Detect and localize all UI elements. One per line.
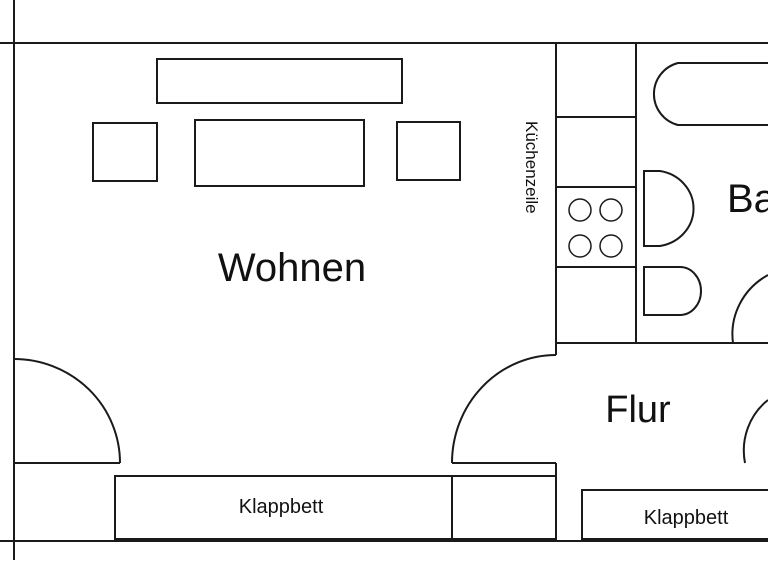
- stove: [568, 198, 623, 258]
- table: [194, 119, 365, 187]
- chair-left: [92, 122, 158, 182]
- kitchen-label: Küchenzeile: [522, 121, 541, 214]
- sink: [643, 170, 695, 247]
- bathtub: [652, 62, 768, 126]
- kitchen-counter: [556, 116, 636, 268]
- cabinet-left: [451, 475, 557, 540]
- bath-fixtures: [643, 62, 768, 316]
- living-furniture: [92, 58, 461, 187]
- room-label-bath: Ba: [727, 177, 768, 221]
- foldbed-left: [114, 475, 453, 540]
- room-label-hall: Flur: [605, 389, 671, 431]
- door-swings: [13, 274, 768, 464]
- sideboard: [156, 58, 403, 104]
- foldbed-left-group: [114, 475, 557, 540]
- foldbed-right-label: Klappbett: [644, 507, 729, 529]
- foldbed-right: [581, 489, 768, 540]
- toilet: [643, 266, 702, 316]
- room-label-living: Wohnen: [218, 246, 366, 290]
- chair-right: [396, 121, 461, 181]
- foldbed-left-label: Klappbett: [239, 496, 324, 518]
